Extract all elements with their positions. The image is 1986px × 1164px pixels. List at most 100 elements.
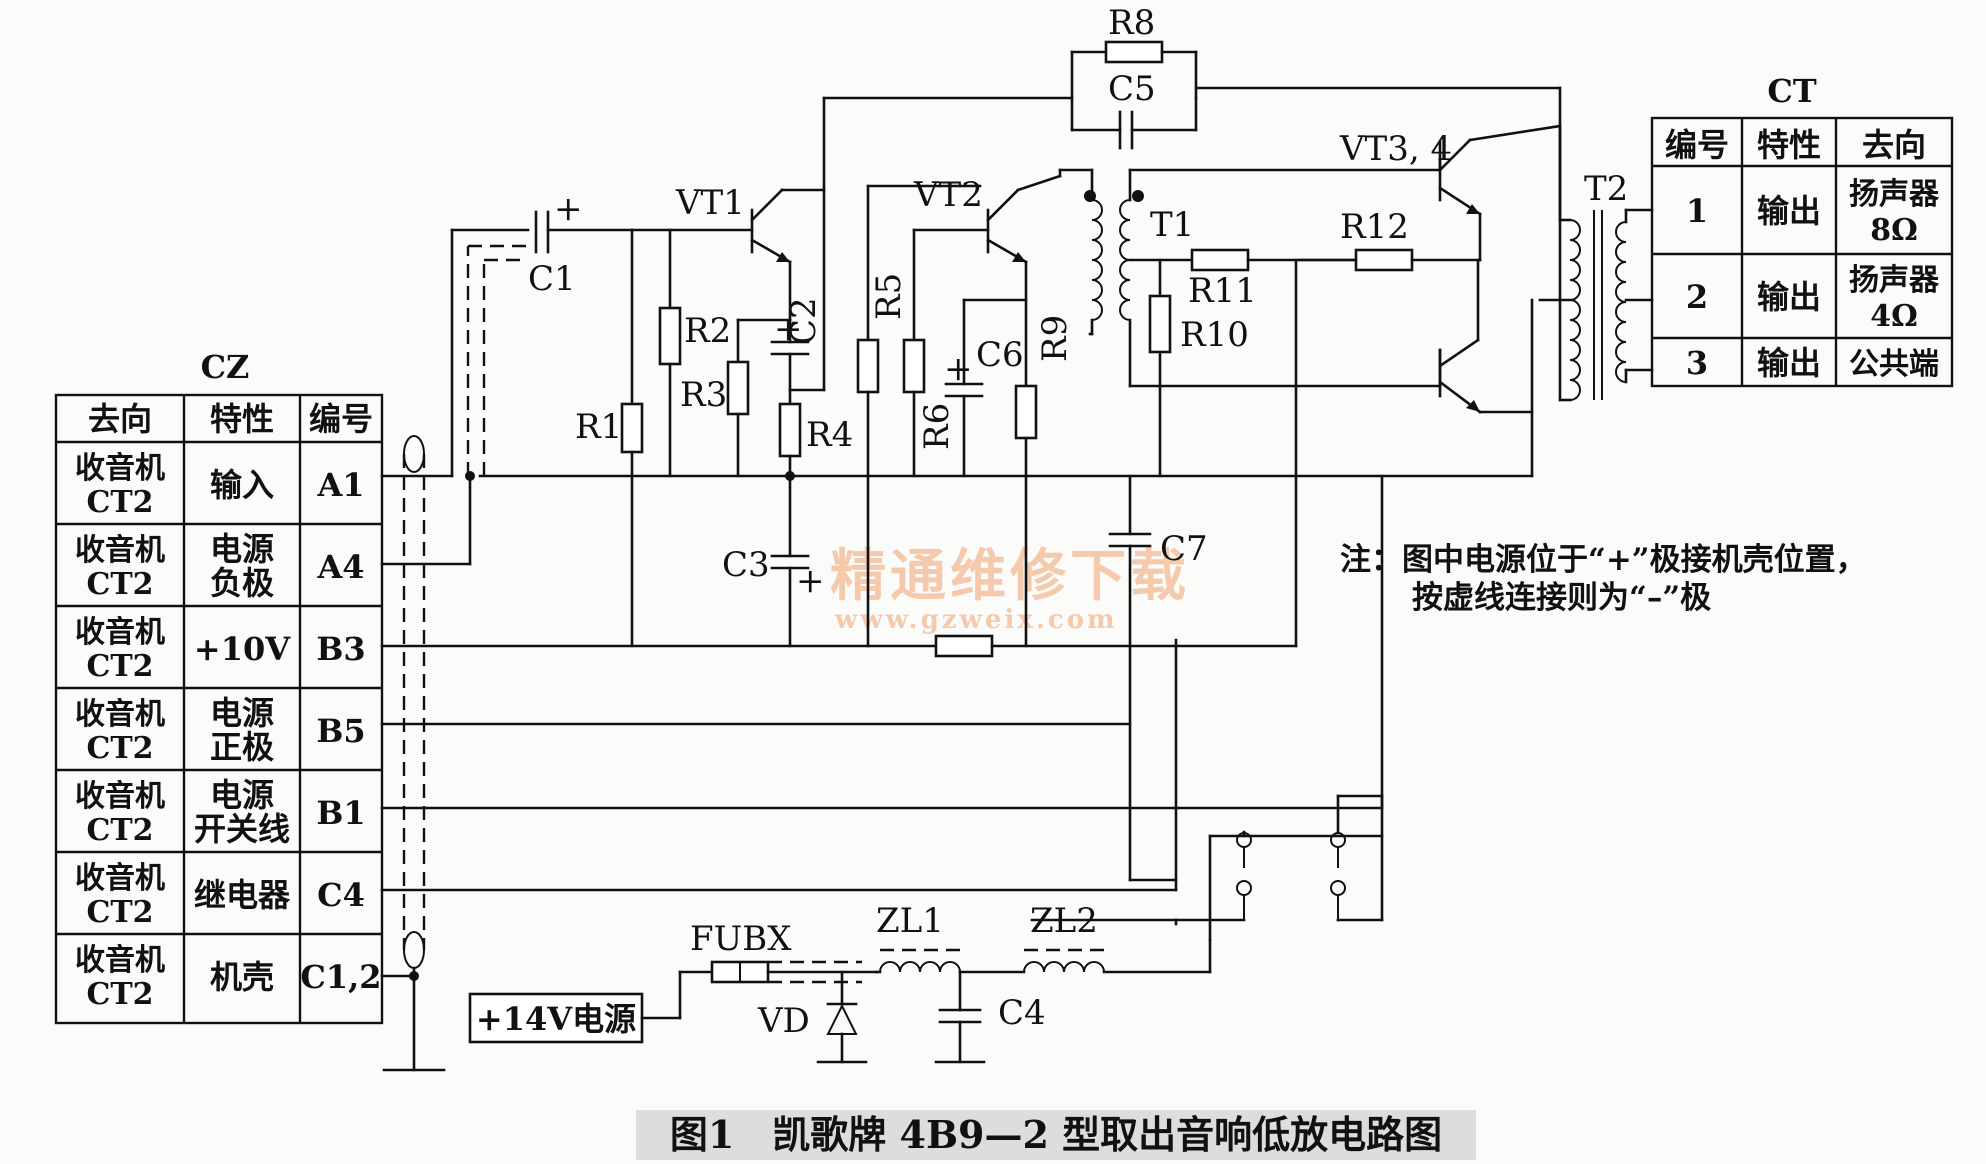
cz-row-prop: 输入	[210, 466, 274, 504]
c2-label: C2	[784, 297, 824, 345]
figure-caption: 图1 凯歌牌 4B9—2 型取出音响低放电路图	[670, 1112, 1442, 1157]
vt2-label: VT2	[913, 175, 983, 215]
cz-row-dest: 收音机	[75, 451, 165, 486]
resistor-r6	[902, 338, 926, 394]
cz-row-code: C1,2	[300, 958, 381, 996]
zl2-label: ZL2	[1030, 901, 1098, 941]
inductor-zl1	[879, 961, 961, 973]
zl1-label: ZL1	[876, 901, 944, 941]
resistor-r2	[658, 306, 682, 366]
cz-row-prop: +10V	[194, 630, 291, 668]
c3-label: C3	[722, 545, 770, 585]
cz-row-dest-sub: CT2	[86, 813, 153, 848]
cz-row-dest-sub: CT2	[86, 567, 153, 602]
ct-header-prop: 特性	[1757, 126, 1821, 164]
r12-label: R12	[1340, 207, 1409, 247]
note-line-2: 按虚线连接则为“–”极	[1412, 580, 1711, 616]
resistor-r10	[1148, 294, 1172, 354]
ct-table-title: CT	[1767, 72, 1816, 110]
cz-row-prop-sub: 开关线	[194, 810, 290, 848]
c6-plus-mark: +	[944, 349, 973, 389]
cz-row-dest: 收音机	[75, 615, 165, 650]
vt34-label: VT3, 4	[1339, 129, 1452, 169]
cz-table-title: CZ	[201, 348, 250, 386]
transformer-t1-primary	[1091, 199, 1103, 321]
junction-dot	[465, 471, 475, 481]
cz-row-dest-sub: CT2	[86, 977, 153, 1012]
ct-row-dest-sub: 8Ω	[1870, 213, 1918, 248]
resistor-r5	[856, 338, 880, 394]
note-line-1: 注：图中电源位于“+”极接机壳位置，	[1340, 542, 1867, 578]
cz-connector-table: CZ 去向 特性 编号 收音机 CT2 输入 A1 收音机 CT2 电源 负极 …	[54, 348, 384, 1025]
circuit-wiring: + C1 R1 R2 VT1 R3 + C2	[380, 3, 1654, 1072]
t2-label: T2	[1584, 169, 1628, 209]
t1-polarity-dot	[1132, 190, 1144, 202]
cz-row-prop: 电源	[210, 694, 274, 732]
vt1-label: VT1	[675, 183, 745, 223]
cz-row-dest: 收音机	[75, 533, 165, 568]
resistor-r8	[1104, 40, 1164, 64]
watermark-text: 精通维修下载	[830, 543, 1190, 609]
resistor-unlabeled	[934, 634, 994, 658]
cz-row-code: B3	[316, 630, 365, 668]
cz-row-dest: 收音机	[75, 697, 165, 732]
ct-row-dest: 公共端	[1849, 347, 1939, 382]
r5-label: R5	[869, 273, 909, 320]
cz-row-code: C4	[317, 876, 365, 914]
resistor-r4	[778, 402, 802, 458]
cz-row-dest-sub: CT2	[86, 649, 153, 684]
c2-plus-mark: +	[774, 309, 803, 349]
cz-row-dest: 收音机	[75, 779, 165, 814]
ct-row-dest: 扬声器	[1849, 263, 1940, 298]
ct-row-dest: 扬声器	[1849, 177, 1940, 212]
c3-plus-mark: +	[796, 561, 825, 601]
ct-row-code: 1	[1686, 192, 1708, 230]
resistor-r3	[726, 360, 750, 416]
vd-label: VD	[757, 1001, 810, 1041]
t1-polarity-dot	[1084, 190, 1096, 202]
c1-label: C1	[528, 259, 576, 299]
fubx-label: FUBX	[690, 919, 792, 959]
cz-header-dest: 去向	[88, 400, 152, 438]
cz-row-code: A4	[316, 548, 364, 586]
cz-table-frame	[54, 393, 384, 1025]
r1-label: R1	[575, 407, 622, 447]
cz-row-dest: 收音机	[75, 943, 165, 978]
cz-row-code: B1	[316, 794, 365, 832]
ct-header-dest: 去向	[1862, 126, 1926, 164]
r4-label: R4	[806, 415, 853, 455]
r2-label: R2	[684, 311, 731, 351]
r10-label: R10	[1180, 315, 1249, 355]
ct-row-prop: 输出	[1757, 192, 1821, 230]
watermark-url: www.gzweix.com	[834, 605, 1118, 635]
cz-row-prop: 继电器	[194, 876, 291, 914]
r6-label: R6	[917, 403, 957, 450]
c1-plus-mark: +	[554, 189, 583, 229]
ct-header-code: 编号	[1665, 126, 1729, 164]
transformer-t1-secondary	[1119, 199, 1131, 321]
ct-row-prop: 输出	[1757, 344, 1821, 382]
r8-label: R8	[1108, 3, 1155, 43]
cz-row-dest-sub: CT2	[86, 731, 153, 766]
c6-label: C6	[976, 335, 1024, 375]
shield-cable	[403, 435, 425, 473]
cz-row-code: B5	[316, 712, 365, 750]
resistor-r12	[1354, 248, 1414, 272]
cz-row-code: A1	[316, 466, 364, 504]
cz-header-prop: 特性	[210, 400, 274, 438]
ct-row-code: 3	[1686, 344, 1708, 382]
diode-vd	[826, 1003, 858, 1035]
ct-row-dest-sub: 4Ω	[1870, 299, 1918, 334]
r3-label: R3	[680, 375, 727, 415]
caption-band	[636, 1110, 1476, 1160]
c4-label: C4	[998, 993, 1046, 1033]
cz-row-dest: 收音机	[75, 861, 165, 896]
power-supply-label: +14V电源	[476, 1000, 636, 1038]
cz-row-prop: 电源	[210, 530, 274, 568]
transformer-t2-primary	[1569, 219, 1581, 401]
cz-row-prop: 电源	[210, 776, 274, 814]
cz-row-prop-sub: 负极	[210, 564, 274, 602]
ct-row-code: 2	[1686, 278, 1708, 316]
